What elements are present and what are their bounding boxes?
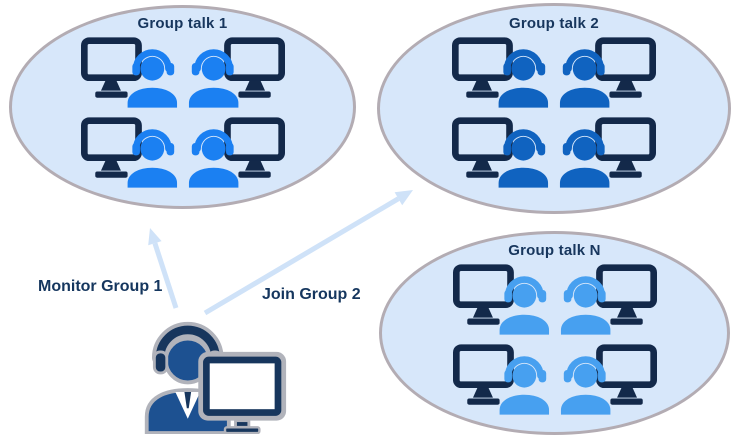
group-talk-n-title: Group talk N (508, 242, 601, 259)
group-talk-2-members (452, 37, 656, 188)
monitor-group-label: Monitor Group 1 (38, 278, 163, 295)
group-talk-1-members (81, 37, 285, 188)
group-talk-n-ellipse: Group talk N (379, 231, 730, 435)
workstation-user-icon (188, 37, 285, 108)
workstation-user-icon (560, 264, 657, 335)
workstation-user-icon (560, 344, 657, 415)
workstation-user-icon (453, 344, 550, 415)
workstation-user-icon (452, 37, 549, 108)
workstation-user-icon (453, 264, 550, 335)
group-talk-2-ellipse: Group talk 2 (377, 3, 731, 214)
join-group-label: Join Group 2 (262, 286, 361, 303)
group-talk-1-title: Group talk 1 (137, 15, 228, 32)
workstation-user-icon (188, 117, 285, 188)
group-talk-1-ellipse: Group talk 1 (9, 5, 356, 209)
group-talk-2-title: Group talk 2 (509, 15, 599, 32)
workstation-user-icon (559, 37, 656, 108)
workstation-user-icon (452, 117, 549, 188)
tie (184, 392, 192, 409)
workstation-user-icon (81, 37, 178, 108)
group-talk-n-members (453, 264, 657, 415)
workstation-user-icon (81, 117, 178, 188)
workstation-user-icon (559, 117, 656, 188)
monitor-group-arrow (148, 228, 179, 309)
operator-icon (144, 321, 287, 434)
